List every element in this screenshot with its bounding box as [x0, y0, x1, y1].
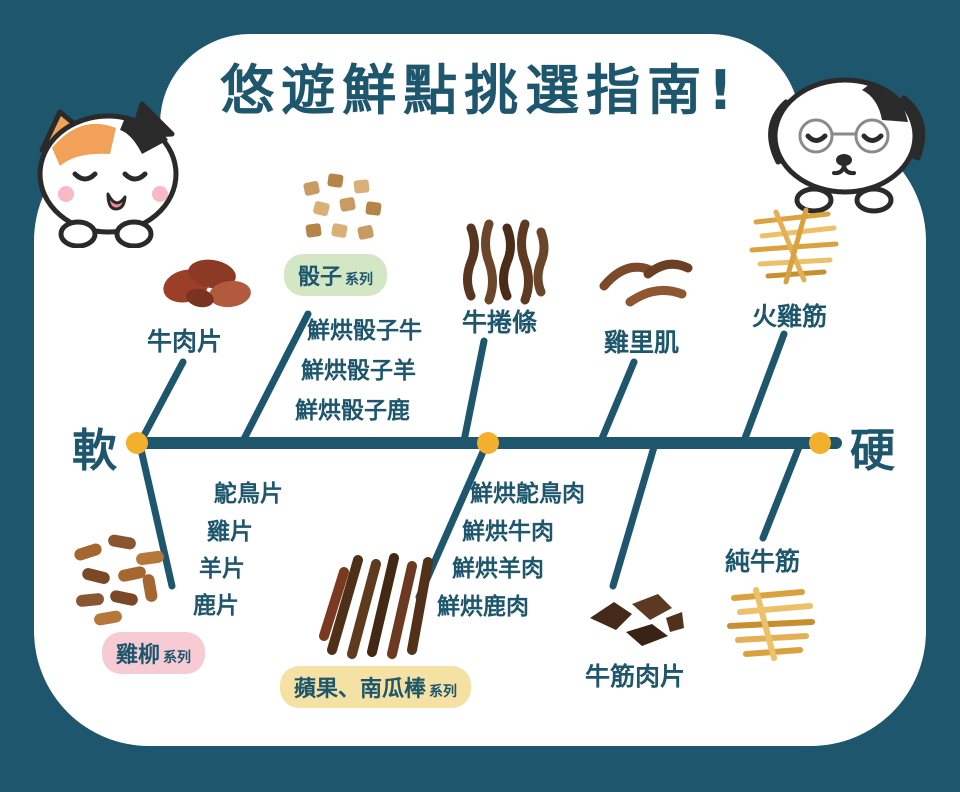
apple-pumpkin-stick-image [319, 553, 433, 659]
fillet-item-venison: 鹿片 [193, 593, 239, 619]
dice-series-badge-text: 骰子 [298, 265, 343, 290]
soft-axis-label: 軟 [72, 424, 118, 477]
beef-roll-image [463, 219, 549, 305]
fillet-item-chicken: 雞片 [207, 519, 253, 545]
dice-item-beef: 鮮烘骰子牛 [307, 318, 422, 344]
dice-series-badge-suffix: 系列 [345, 272, 374, 288]
pure-beef-tendon-image [727, 587, 815, 661]
stick-item-beef: 鮮烘牛肉 [462, 519, 554, 545]
apple-pumpkin-badge-suffix: 系列 [429, 684, 458, 700]
apple-pumpkin-badge-text: 蘋果、南瓜棒 [294, 677, 427, 702]
dog-illustration [768, 77, 926, 214]
chicken-fillet-badge-text: 雞柳 [116, 643, 161, 668]
chicken-fillet-series-badge: 雞柳 系列 [102, 632, 206, 674]
hard-axis-label: 硬 [850, 424, 896, 477]
stick-item-venison: 鮮烘鹿肉 [437, 594, 529, 620]
cat-illustration [37, 101, 179, 248]
beef-tendon-slice-label: 牛筋肉片 [585, 662, 686, 691]
fillet-item-ostrich: 鴕鳥片 [214, 481, 283, 507]
chicken-fillet-badge-suffix: 系列 [163, 650, 192, 666]
stick-item-lamb: 鮮烘羊肉 [452, 556, 544, 582]
dice-item-lamb: 鮮烘骰子羊 [301, 358, 416, 384]
beef-slice-label: 牛肉片 [147, 327, 223, 356]
chicken-tenderloin-image [599, 259, 693, 307]
beef-roll-label: 牛捲條 [462, 308, 538, 337]
chicken-tenderloin-label: 雞里肌 [604, 328, 680, 357]
chicken-fillet-image [74, 534, 164, 626]
beef-slice-image [163, 259, 251, 308]
turkey-tendon-image [749, 207, 839, 285]
beef-tendon-slice-image [590, 594, 684, 646]
dice-treats-image [303, 173, 382, 240]
apple-pumpkin-series-badge: 蘋果、南瓜棒 系列 [280, 666, 472, 708]
pure-beef-tendon-label: 純牛筋 [725, 547, 801, 576]
stick-item-ostrich: 鮮烘鴕鳥肉 [470, 481, 585, 507]
turkey-tendon-label: 火雞筋 [752, 302, 828, 331]
page-title: 悠遊鮮點挑選指南! [220, 59, 740, 122]
dice-series-badge: 骰子 系列 [284, 254, 388, 296]
dice-item-venison: 鮮烘骰子鹿 [295, 398, 410, 424]
fillet-item-lamb: 羊片 [199, 556, 245, 582]
